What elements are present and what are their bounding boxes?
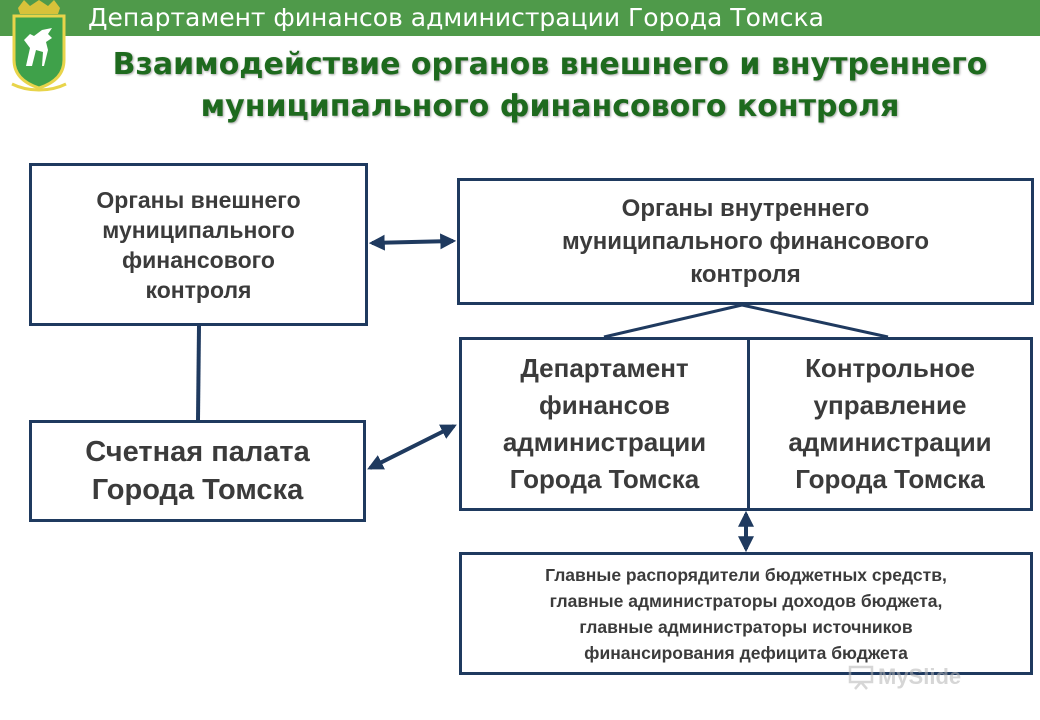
external-line-1: Органы внешнего [96, 186, 301, 213]
presentation-board-icon [848, 665, 874, 690]
external-line-2: муниципального [102, 216, 295, 243]
arrow-audit-finance-dept [367, 424, 457, 470]
header-bar [0, 0, 1040, 36]
external-line-3: финансового [122, 246, 275, 273]
watermark-text: MySlide [878, 664, 962, 689]
header-title: Департамент финансов администрации Город… [88, 3, 824, 32]
internal-line-2: муниципального финансового [561, 228, 930, 255]
dept-line-1: Департамент [520, 353, 689, 383]
internal-line-3: контроля [690, 261, 801, 288]
main-line-1: Главные распорядители бюджетных средств, [545, 564, 947, 585]
main-line-3: главные администраторы источников [579, 616, 913, 637]
tomsk-coat-of-arms-icon [11, 0, 67, 92]
ctrl-line-2: управление [813, 390, 967, 420]
dept-line-4: Города Томска [509, 464, 700, 494]
audit-chamber-box: Счетная палата Города Томска [29, 420, 366, 522]
audit-line-2: Города Томска [91, 474, 304, 506]
ctrl-line-4: Города Томска [795, 464, 985, 494]
main-line-2: главные администраторы доходов бюджета, [549, 590, 943, 611]
ctrl-line-1: Контрольное [805, 353, 975, 383]
internal-line-1: Органы внутреннего [621, 195, 870, 222]
budget-managers-box: Главные распорядители бюджетных средств,… [459, 552, 1033, 675]
page-title: Взаимодействие органов внешнего и внутре… [80, 44, 1020, 128]
line-internal-to-control-dept [741, 303, 889, 339]
dept-line-2: финансов [539, 390, 670, 420]
line-internal-to-finance-dept [603, 303, 743, 339]
finance-department-box: Департамент финансов администрации Город… [459, 337, 750, 511]
arrow-external-internal [368, 233, 457, 251]
title-line-2: муниципального финансового контроля [200, 89, 900, 124]
external-control-box: Органы внешнего муниципального финансово… [29, 163, 368, 326]
main-line-4: финансирования дефицита бюджета [584, 642, 908, 663]
title-line-1: Взаимодействие органов внешнего и внутре… [112, 47, 988, 82]
control-department-box: Контрольное управление администрации Гор… [747, 337, 1033, 511]
audit-line-1: Счетная палата [85, 436, 310, 468]
watermark: MySlide [848, 662, 961, 692]
external-line-4: контроля [145, 276, 252, 303]
dept-line-3: администрации [502, 427, 707, 457]
internal-control-box: Органы внутреннего муниципального финанс… [457, 178, 1034, 305]
ctrl-line-3: администрации [788, 427, 992, 457]
line-external-audit [196, 325, 201, 421]
